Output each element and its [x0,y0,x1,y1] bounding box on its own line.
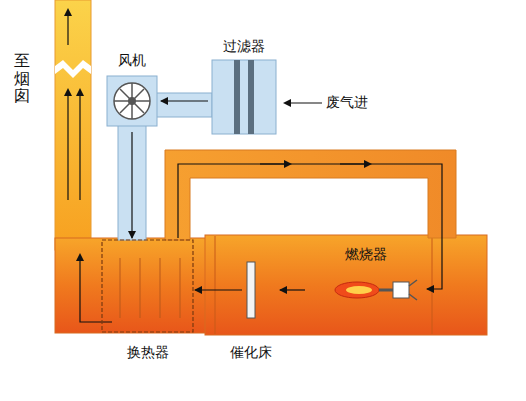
fan: 风机 [103,52,161,132]
heat-exchanger-shape [100,238,195,362]
flow-arrow [178,164,442,289]
node-label: 过滤器 [223,38,265,55]
flow-arrow [195,289,242,290]
flow-arrow [161,100,208,101]
flow-arrow [131,132,132,238]
flow-arrow [280,289,305,290]
burner: 燃烧器 [305,246,427,310]
node-label: 催化床 [230,344,272,361]
filter: 过滤器 [208,38,280,138]
chimney-label: 至烟囱 [14,52,30,105]
node-label: 燃烧器 [345,246,387,263]
inlet-label: 废气进 [326,94,368,111]
node-label: 风机 [118,52,146,69]
node-label: 换热器 [127,344,169,361]
heat-exchanger: 换热器 [100,238,195,362]
catalyst-bed: 催化床 [222,258,280,362]
